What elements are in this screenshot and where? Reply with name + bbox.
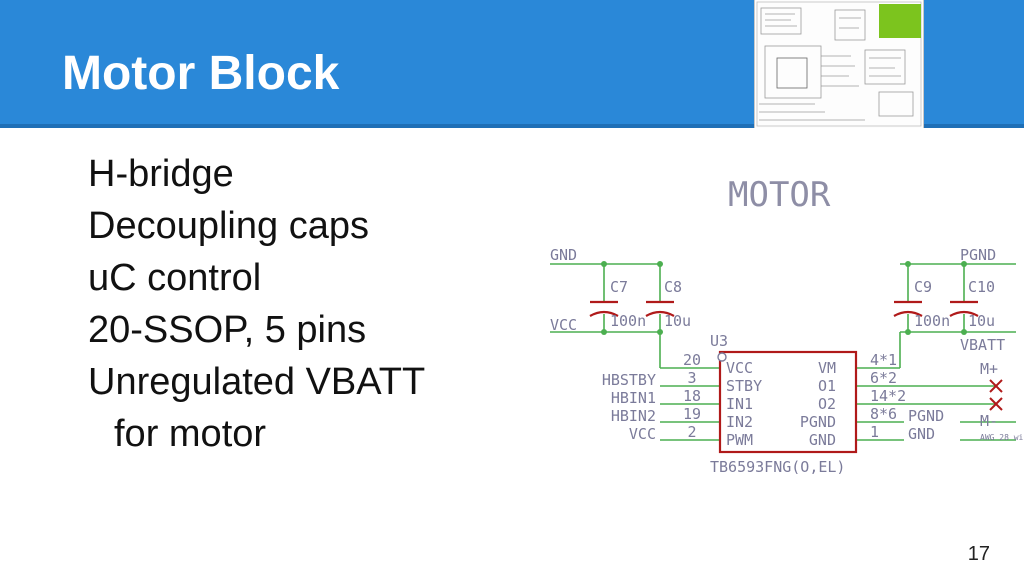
motor-plus-label: M+ <box>980 360 998 378</box>
wire-gauge-note: AWG 28 wire <box>980 433 1024 442</box>
bullet-list: H-bridge Decoupling caps uC control 20-S… <box>88 148 528 460</box>
pin-name: O1 <box>818 377 836 395</box>
ic-part-number: TB6593FNG(O,EL) <box>710 458 845 476</box>
cap-value: 10u <box>968 312 995 330</box>
pin-number: 20 <box>683 351 701 369</box>
pin-name: O2 <box>818 395 836 413</box>
header-bar: Motor Block <box>0 0 1024 128</box>
slide-title: Motor Block <box>62 47 340 100</box>
pin-number: 2 <box>687 423 696 441</box>
bullet-item: uC control <box>88 257 262 299</box>
schematic-thumbnail <box>754 0 924 128</box>
net-label: HBIN2 <box>611 407 656 425</box>
net-label: VCC <box>629 425 656 443</box>
cap-value: 10u <box>664 312 691 330</box>
pin-name: IN2 <box>726 413 753 431</box>
pin-number: 4*1 <box>870 351 897 369</box>
cap-value: 100n <box>914 312 950 330</box>
pin-name: IN1 <box>726 395 753 413</box>
pin1-marker <box>717 352 727 362</box>
ic-body <box>718 350 858 454</box>
motor-schematic: MOTOR <box>550 175 1024 476</box>
pin-name: VM <box>818 359 836 377</box>
cap-ref: C8 <box>664 278 682 296</box>
bullet-continuation: for motor <box>114 413 267 455</box>
ic-ref: U3 <box>710 332 728 350</box>
net-label: GND <box>908 425 935 443</box>
cap-value: 100n <box>610 312 646 330</box>
net-label-vcc: VCC <box>550 316 577 334</box>
bullet-item: 20-SSOP, 5 pins <box>88 309 367 351</box>
pin-name: PGND <box>800 413 836 431</box>
net-label: HBIN1 <box>611 389 656 407</box>
net-label-gnd: GND <box>550 246 577 264</box>
pin-number: 19 <box>683 405 701 423</box>
net-label: HBSTBY <box>602 371 656 389</box>
junctions <box>601 261 967 335</box>
pin-number: 3 <box>687 369 696 387</box>
bullet-item: H-bridge <box>88 153 234 195</box>
pin-number: 6*2 <box>870 369 897 387</box>
bullet-item: Decoupling caps <box>88 205 369 247</box>
bullet-item: Unregulated VBATT <box>88 361 426 403</box>
cap-ref: C10 <box>968 278 995 296</box>
capacitor-symbols <box>589 300 979 317</box>
thumbnail-image <box>755 0 923 128</box>
pin-number: 18 <box>683 387 701 405</box>
net-label-pgnd: PGND <box>960 246 996 264</box>
cap-ref: C9 <box>914 278 932 296</box>
pin-name: GND <box>809 431 836 449</box>
pin-number: 8*6 <box>870 405 897 423</box>
thumbnail-accent <box>879 4 921 38</box>
cap-ref: C7 <box>610 278 628 296</box>
motor-terminal-crosses <box>989 379 1003 411</box>
page-number: 17 <box>967 543 990 565</box>
pin-number: 14*2 <box>870 387 906 405</box>
pin-number: 1 <box>870 423 879 441</box>
net-label-vbatt: VBATT <box>960 336 1005 354</box>
net-label: PGND <box>908 407 944 425</box>
pin-name: STBY <box>726 377 762 395</box>
schematic-heading: MOTOR <box>728 175 831 215</box>
pin-name: PWM <box>726 431 753 449</box>
motor-minus-label: M- <box>980 412 998 430</box>
pin-name: VCC <box>726 359 753 377</box>
